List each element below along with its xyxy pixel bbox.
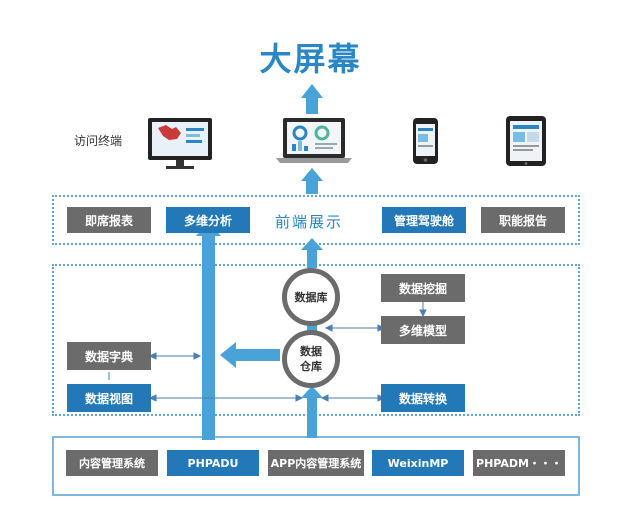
source-weixinmp: WeixinMP xyxy=(372,450,464,476)
data-warehouse-circle: 数据 仓库 xyxy=(282,330,340,388)
arrow-up-to-front xyxy=(301,238,323,268)
arrow-left-warehouse xyxy=(220,342,280,368)
data-transform-box: 数据转换 xyxy=(381,384,465,412)
arrow-up-title xyxy=(301,84,323,114)
source-cms: 内容管理系统 xyxy=(66,450,158,476)
database-label: 数据库 xyxy=(294,290,328,304)
page-title: 大屏幕 xyxy=(259,40,362,78)
source-app-cms: APP内容管理系统 xyxy=(268,450,364,476)
multi-analysis-box: 多维分析 xyxy=(166,207,250,233)
warehouse-label-line1: 数据 xyxy=(300,345,322,358)
function-report-box: 职能报告 xyxy=(481,207,565,233)
tablet-icon xyxy=(506,116,546,166)
cockpit-box: 管理驾驶舱 xyxy=(382,207,466,233)
arrow-up-multi-analysis xyxy=(196,222,221,440)
data-mining-box: 数据挖掘 xyxy=(381,274,465,302)
data-dictionary-box: 数据字典 xyxy=(67,342,151,370)
monitor-icon xyxy=(148,118,212,169)
source-phpadu: PHPADU xyxy=(167,450,259,476)
data-view-box: 数据视图 xyxy=(67,384,151,412)
arrow-up-devices xyxy=(301,168,323,194)
database-circle: 数据库 xyxy=(282,268,340,326)
multi-model-box: 多维模型 xyxy=(381,316,465,344)
source-phpadm: PHPADM・・・ xyxy=(473,450,565,476)
phone-icon xyxy=(413,118,438,164)
terminal-label: 访问终端 xyxy=(74,134,123,148)
frontend-label: 前端展示 xyxy=(275,213,344,231)
adhoc-report-box: 即席报表 xyxy=(67,207,151,233)
laptop-icon xyxy=(276,118,352,163)
arrow-up-to-warehouse xyxy=(301,386,323,438)
warehouse-label-line2: 仓库 xyxy=(300,360,322,373)
